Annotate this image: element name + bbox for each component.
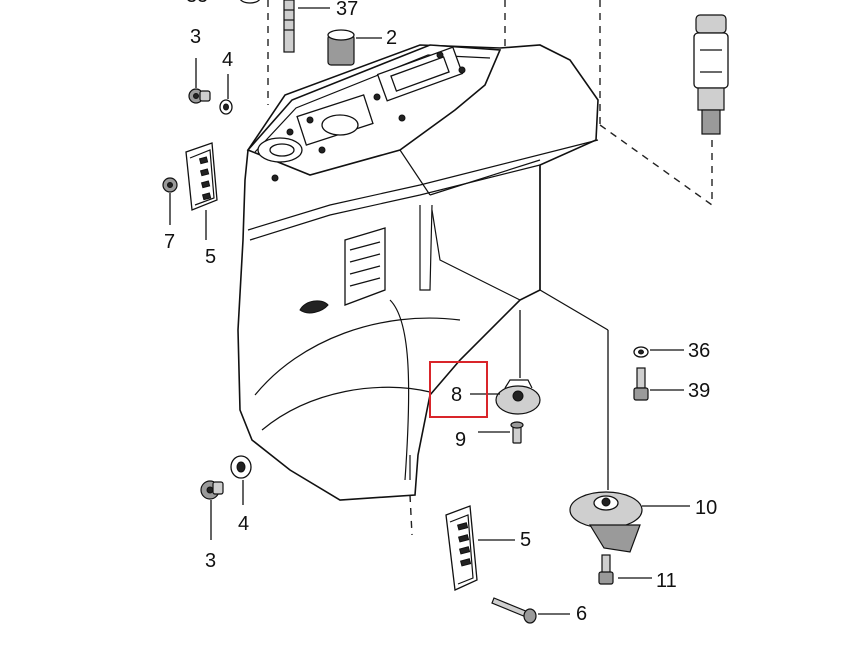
sensor-part-top-right — [693, 14, 729, 135]
washer-36 — [633, 346, 649, 358]
washer-4-top — [219, 99, 233, 115]
screw-3-top — [188, 88, 211, 104]
callout-9: 9 — [455, 429, 466, 451]
callout-2: 2 — [386, 27, 397, 49]
gear-housing — [237, 44, 599, 501]
washer-4-bottom — [230, 455, 252, 479]
callout-top-left-partial: 35 — [186, 0, 208, 7]
screw-9 — [510, 421, 524, 444]
callout-37: 37 — [336, 0, 358, 20]
dashed-guide-lines — [267, 0, 713, 536]
callout-10: 10 — [695, 497, 717, 519]
callout-3-bottom: 3 — [205, 550, 216, 572]
trim-tab-10 — [569, 491, 643, 553]
bushing-2 — [327, 29, 355, 66]
grille-5-top — [185, 142, 218, 211]
bolt-11 — [598, 554, 614, 585]
callout-3-top: 3 — [190, 26, 201, 48]
bolt-39 — [633, 367, 649, 401]
highlight-box-8 — [429, 361, 488, 418]
stud-37 — [283, 0, 295, 53]
callout-7: 7 — [164, 231, 175, 253]
screw-3-bottom — [200, 480, 224, 500]
callout-5-top: 5 — [205, 246, 216, 268]
anode-8 — [495, 379, 541, 415]
callout-8: 8 — [451, 384, 462, 406]
callout-4-bottom: 4 — [238, 513, 249, 535]
screw-7 — [162, 177, 178, 193]
grille-5-bottom — [445, 505, 478, 591]
callout-36: 36 — [688, 340, 710, 362]
screw-6 — [491, 597, 537, 624]
callout-6: 6 — [576, 603, 587, 625]
callout-39: 39 — [688, 380, 710, 402]
callout-4-top: 4 — [222, 49, 233, 71]
callout-5-bottom: 5 — [520, 529, 531, 551]
callout-11: 11 — [656, 570, 677, 592]
